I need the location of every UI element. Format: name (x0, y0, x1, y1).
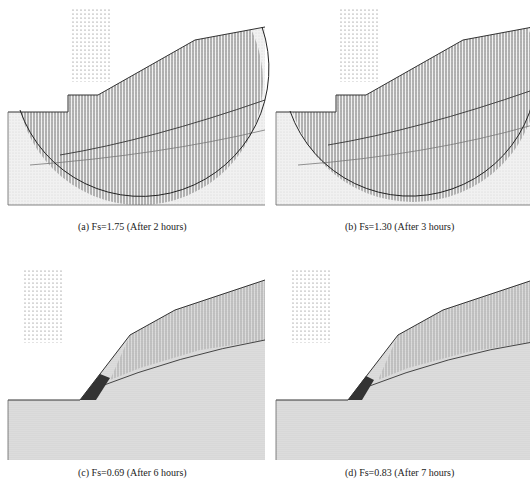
panel-caption: (b) Fs=1.30 (After 3 hours) (345, 221, 454, 232)
panel-caption: (c) Fs=0.69 (After 6 hours) (78, 467, 187, 478)
panel-caption: (d) Fs=0.83 (After 7 hours) (345, 467, 454, 478)
panel-caption: (a) Fs=1.75 (After 2 hours) (78, 221, 187, 232)
